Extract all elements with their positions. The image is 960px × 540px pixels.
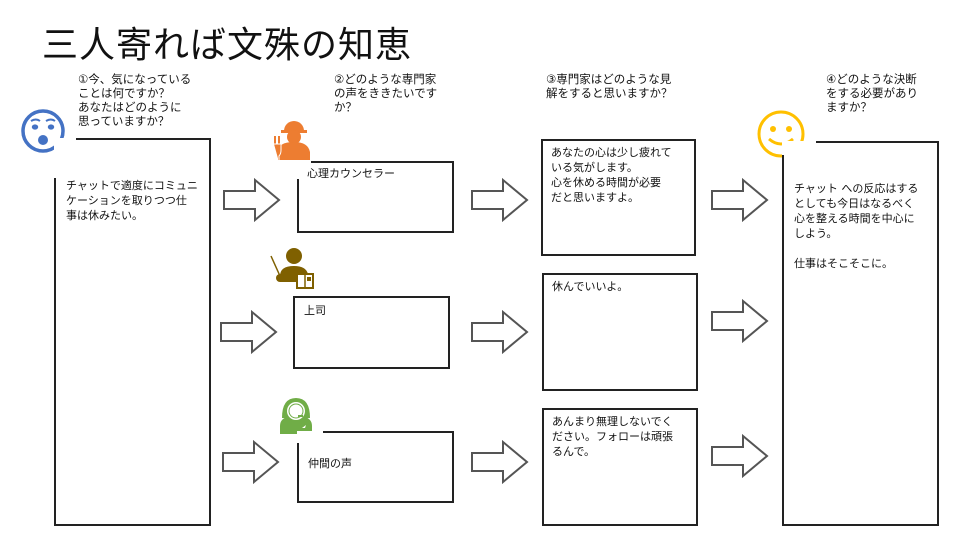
arrow-right-icon [471,310,529,354]
teacher-icon [270,248,314,289]
arrow-right-icon [220,310,278,354]
arrow-right-icon [222,440,280,484]
arrow-right-icon [711,434,769,478]
arrow-right-icon [223,178,281,222]
expert-label: 心理カウンセラー [307,167,395,180]
opinion-box-boss: 休んでいいよ。 [542,273,698,391]
arrow-right-icon [471,440,529,484]
opinion-text: 休んでいいよ。 [552,280,629,293]
expert-box-counselor: 心理カウンセラー [297,161,454,233]
opinion-box-counselor: あなたの心は少し疲れて いる気がします。 心を休める時間が必要 だと思いますよ。 [541,139,696,256]
question-3: ③専門家はどのような見 解をすると思いますか？ [546,72,673,100]
decision-box: チャット への反応はする としても今日はなるべく 心を整える時間を中心に しよう… [782,141,939,526]
smiley-face-icon [757,110,805,158]
surprised-face-icon [21,109,65,153]
arrow-right-icon [711,178,769,222]
arrow-right-icon [471,178,529,222]
expert-box-boss: 上司 [293,296,450,369]
question-2: ②どのような専門家 の声をききたいです か？ [334,72,438,114]
expert-label: 上司 [304,304,326,317]
arrow-right-icon [711,299,769,343]
operator-headset-icon [280,398,312,434]
expert-label: 仲間の声 [308,457,352,470]
decision-text: チャット への反応はする としても今日はなるべく 心を整える時間を中心に しよう… [794,182,919,270]
opinion-text: あなたの心は少し疲れて いる気がします。 心を休める時間が必要 だと思いますよ。 [551,146,672,204]
page-title: 三人寄れば文殊の知恵 [42,25,413,66]
concern-box: チャットで適度にコミュニ ケーションを取りつつ仕 事は休みたい。 [54,138,211,526]
expert-box-colleague: 仲間の声 [297,431,454,503]
question-1: ①今、気になっている ことは何ですか？ あなたはどのように 思っていますか？ [78,72,192,128]
worker-helmet-icon [274,121,310,162]
question-4: ④どのような決断 をする必要があり ますか？ [826,72,918,114]
concern-text: チャットで適度にコミュニ ケーションを取りつつ仕 事は休みたい。 [66,179,198,222]
opinion-text: あんまり無理しないでく ださい。フォローは頑張 るんで。 [552,415,673,458]
opinion-box-colleague: あんまり無理しないでく ださい。フォローは頑張 るんで。 [542,408,698,526]
